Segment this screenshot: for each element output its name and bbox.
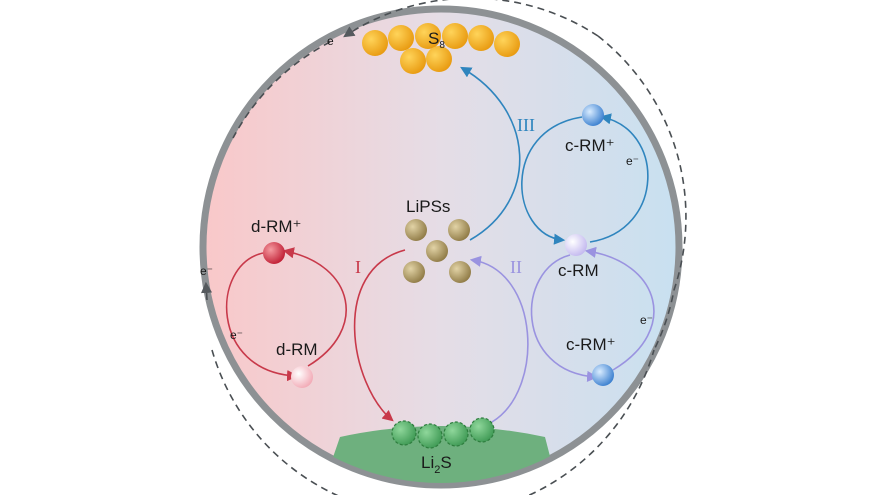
lipss-particle: [403, 261, 425, 283]
c-rm-plus-top-sphere: [582, 104, 604, 126]
li2s-particle: [417, 423, 443, 449]
lipss-label: LiPSs: [406, 197, 450, 216]
c-rm-plus-bottom-sphere: [592, 364, 614, 386]
li2s-label: Li2S: [421, 453, 452, 476]
route-2-crm-cycle: [530, 254, 599, 383]
lipss-particle: [426, 240, 448, 262]
outer-ring: [199, 5, 683, 489]
d-rm-plus-sphere: [263, 242, 285, 264]
electron-path-top: [343, 0, 599, 38]
electron-label-left: e⁻: [200, 264, 213, 278]
route-3-label: III: [517, 115, 535, 135]
electron-path-left-upper: [200, 281, 213, 301]
lipss-particles: [403, 219, 471, 283]
electron-path-left: [211, 349, 655, 495]
electron-label-dm: e⁻: [230, 328, 243, 342]
sulfur-particle: [468, 25, 494, 51]
electron-path-side: [232, 41, 331, 139]
lipss-particle: [449, 261, 471, 283]
sulfur-particle: [442, 23, 468, 49]
sulfur-particle: [494, 31, 520, 57]
route-1-lipss-to-li2s: [353, 249, 406, 422]
route-1-dm-return: [282, 247, 347, 367]
electron-label-top: e: [327, 34, 334, 48]
sulfur-particle: [388, 25, 414, 51]
sulfur-particle: [415, 23, 441, 49]
c-rm-plus-bottom-label: c-RM⁺: [566, 335, 616, 354]
route-2-label: II: [510, 257, 522, 277]
route-1-label: I: [355, 257, 361, 277]
d-rm-sphere: [291, 366, 313, 388]
sulfur-particle: [400, 48, 426, 74]
d-rm-plus-label: d-RM⁺: [251, 217, 302, 236]
c-rm-sphere: [565, 234, 587, 256]
route-3-crm-return: [589, 113, 649, 243]
li2s-particle: [391, 420, 417, 446]
li2s-particle: [469, 417, 495, 443]
s8-label: S8: [428, 29, 445, 51]
route-2-crm-return: [584, 246, 655, 371]
electron-label-crm-bottom: e⁻: [640, 313, 653, 327]
li2s-particle: [443, 421, 469, 447]
sulfur-particles: [362, 23, 520, 74]
route-3-crm-cycle: [521, 116, 583, 245]
c-rm-plus-top-label: c-RM⁺: [565, 136, 615, 155]
sulfur-particle: [426, 46, 452, 72]
electron-label-crm-top: e⁻: [626, 154, 639, 168]
lipss-particle: [448, 219, 470, 241]
route-1-dm-cycle: [225, 252, 299, 382]
d-rm-label: d-RM: [276, 340, 318, 359]
route-3-lipss-to-s8: [460, 66, 521, 241]
lipss-particle: [405, 219, 427, 241]
route-2-li2s-to-lipss: [469, 255, 529, 423]
sulfur-particle: [362, 30, 388, 56]
li2s-particles: [391, 417, 495, 449]
c-rm-label: c-RM: [558, 261, 599, 280]
